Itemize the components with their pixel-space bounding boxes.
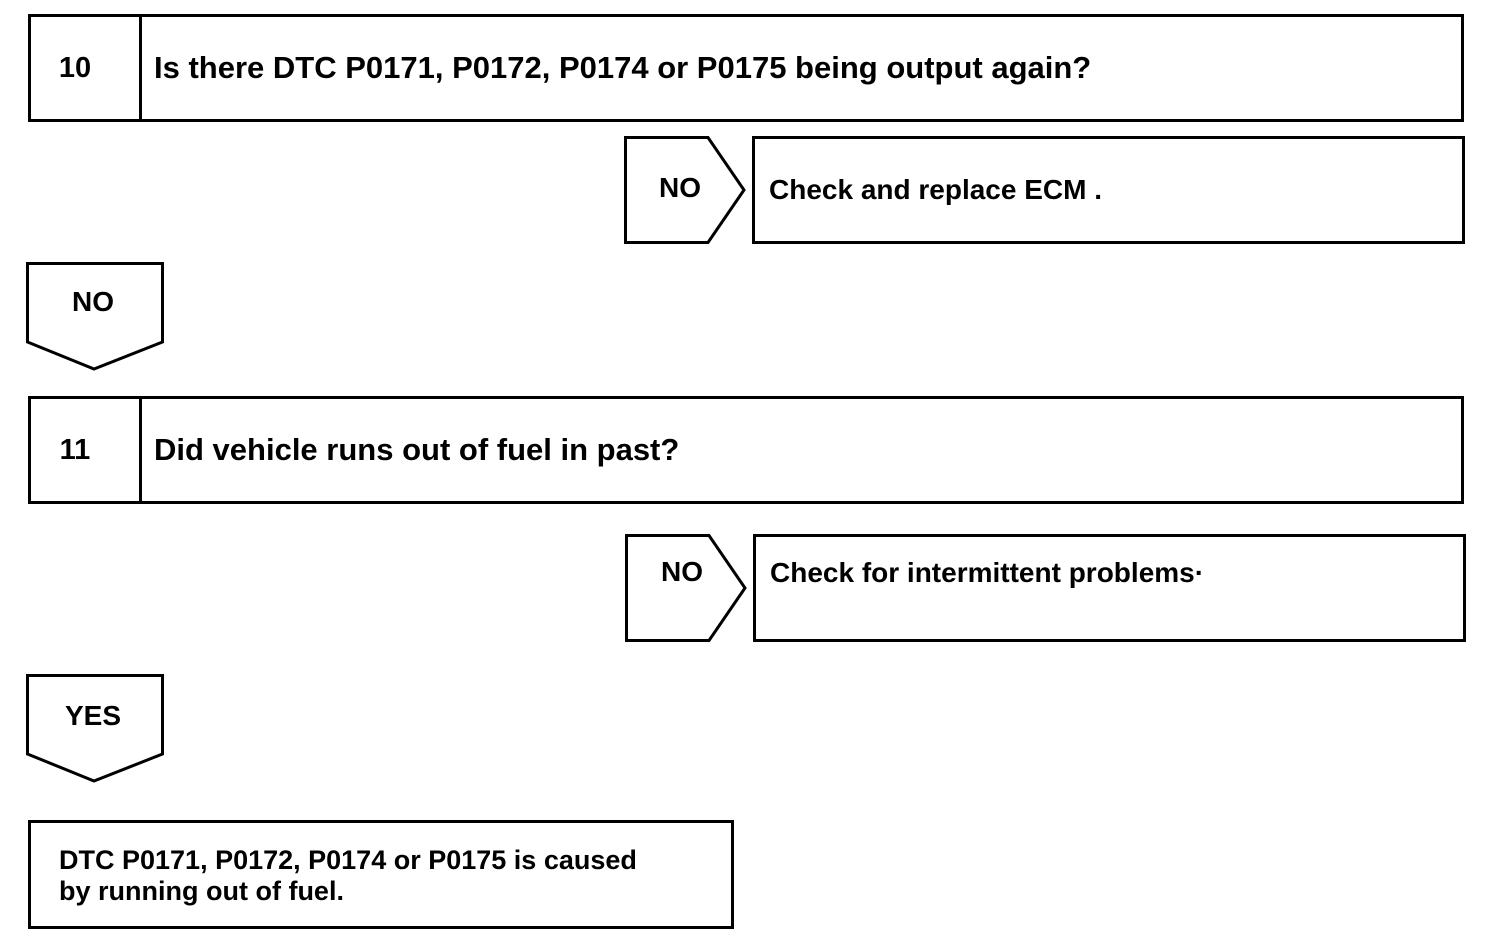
step-number: 10 (31, 17, 142, 119)
result-box: Check and replace ECM . (752, 136, 1465, 244)
result-text: Check and replace ECM . (769, 174, 1103, 205)
result-text: Check for intermittent problems· (770, 557, 1205, 588)
branch-label: NO (72, 286, 114, 317)
arrow-right-shape (624, 136, 746, 244)
conclusion-box: DTC P0171, P0172, P0174 or P0175 is caus… (28, 820, 734, 929)
arrow-down-shape (26, 262, 164, 371)
branch-no-arrow: NO (625, 534, 747, 642)
arrow-down-shape (26, 674, 164, 783)
step-question: Is there DTC P0171, P0172, P0174 or P017… (154, 50, 1092, 85)
branch-label: NO (661, 556, 703, 587)
conclusion-line-1: DTC P0171, P0172, P0174 or P0175 is caus… (59, 845, 637, 875)
step-11-box: 11 Did vehicle runs out of fuel in past? (28, 396, 1464, 504)
step-number: 11 (31, 399, 142, 501)
branch-no-arrow: NO (26, 262, 164, 372)
arrow-right-shape (625, 534, 747, 642)
branch-no-arrow: NO (624, 136, 746, 244)
conclusion-line-2: by running out of fuel. (59, 876, 344, 906)
conclusion-text: DTC P0171, P0172, P0174 or P0175 is caus… (59, 845, 719, 907)
result-box: Check for intermittent problems· (753, 534, 1466, 642)
branch-label: NO (659, 172, 701, 203)
branch-yes-arrow: YES (26, 674, 164, 784)
step-10-box: 10 Is there DTC P0171, P0172, P0174 or P… (28, 14, 1464, 122)
branch-label: YES (64, 700, 122, 731)
step-question: Did vehicle runs out of fuel in past? (154, 432, 680, 467)
